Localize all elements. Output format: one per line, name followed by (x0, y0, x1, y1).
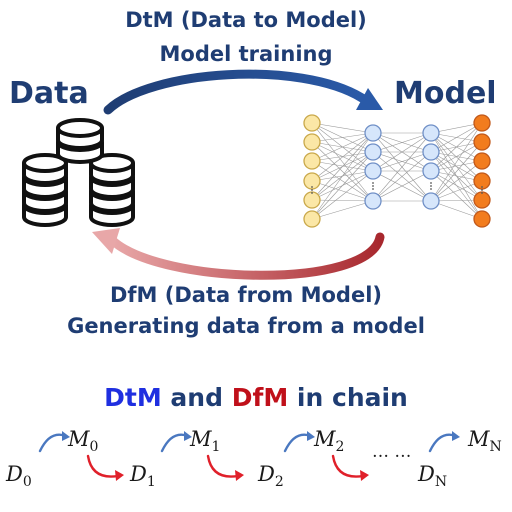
dtm-heading: DtM (Data to Model) (125, 8, 367, 32)
nn-dot-0-0 (311, 186, 313, 188)
nn-node-3-0 (473, 114, 491, 132)
neural-network-icon (303, 114, 491, 228)
chain-model-0: M0 (68, 427, 99, 456)
data-label: Data (9, 76, 89, 111)
dfm-arrow (107, 232, 385, 280)
nn-edges (311, 122, 483, 220)
db-right-disk-0 (89, 153, 135, 185)
chain-title-dfm: DfM (231, 383, 289, 412)
chain-model-n: MN (468, 427, 502, 456)
chain-blue-head-0 (62, 431, 70, 441)
dfm-subheading: Generating data from a model (67, 314, 425, 338)
nn-node-1-3 (364, 192, 382, 210)
nn-dot-2-1 (430, 185, 432, 187)
chain-ellipsis: … … (372, 442, 412, 462)
nn-node-3-4 (473, 191, 491, 209)
nn-node-0-3 (303, 172, 321, 190)
nn-node-0-1 (303, 133, 321, 151)
nn-dot-1-0 (372, 182, 374, 184)
nn-dot-2-2 (430, 188, 432, 190)
chain-blue-head-2 (307, 431, 315, 441)
chain-red-arc-0 (86, 454, 120, 478)
dtm-subheading: Model training (159, 42, 333, 66)
nn-dot-3-2 (481, 192, 483, 194)
chain-title: DtM and DfM in chain (104, 383, 408, 412)
nn-dot-1-1 (372, 185, 374, 187)
nn-node-0-0 (303, 114, 321, 132)
chain-red-arc-1 (206, 454, 240, 478)
database-stack-icon (22, 118, 135, 227)
chain-title-dtm: DtM (104, 383, 162, 412)
nn-node-0-4 (303, 191, 321, 209)
chain-arcs (38, 431, 460, 481)
chain-red-head-0 (115, 470, 124, 481)
chain-red-head-2 (360, 470, 369, 481)
model-label: Model (394, 76, 497, 111)
chain-model-2: M2 (314, 427, 345, 456)
chain-data-2: D2 (258, 462, 284, 491)
nn-node-1-0 (364, 124, 382, 142)
chain-data-0: D0 (6, 462, 32, 491)
chain-red-head-1 (235, 470, 244, 481)
nn-node-2-2 (422, 162, 440, 180)
nn-node-3-5 (473, 210, 491, 228)
nn-dot-3-0 (481, 186, 483, 188)
chain-blue-head-1 (184, 431, 192, 441)
nn-node-2-3 (422, 192, 440, 210)
nn-dot-0-1 (311, 189, 313, 191)
dfm-heading: DfM (Data from Model) (109, 283, 383, 307)
chain-red-arc-2 (331, 454, 365, 478)
nn-dot-3-1 (481, 189, 483, 191)
chain-title-rest: in chain (288, 383, 408, 412)
nn-node-0-2 (303, 152, 321, 170)
nn-node-3-1 (473, 133, 491, 151)
nn-node-1-2 (364, 162, 382, 180)
nn-node-2-1 (422, 143, 440, 161)
chain-data-1: D1 (130, 462, 156, 491)
nn-dot-2-0 (430, 182, 432, 184)
chain-model-1: M1 (190, 427, 221, 456)
db-left-disk-0 (22, 153, 68, 185)
nn-node-2-0 (422, 124, 440, 142)
nn-node-3-2 (473, 152, 491, 170)
chain-blue-head-3 (452, 431, 460, 441)
nn-dot-0-2 (311, 192, 313, 194)
nn-node-1-1 (364, 143, 382, 161)
nn-node-3-3 (473, 172, 491, 190)
db-top-disk-0 (56, 118, 104, 150)
dtm-arrow-head (356, 88, 383, 110)
nn-node-0-5 (303, 210, 321, 228)
nn-dot-1-2 (372, 188, 374, 190)
dfm-arrow-head (92, 228, 120, 254)
chain-title-and: and (161, 383, 232, 412)
dtm-arrow (103, 69, 367, 115)
chain-data-n: DN (418, 462, 448, 491)
